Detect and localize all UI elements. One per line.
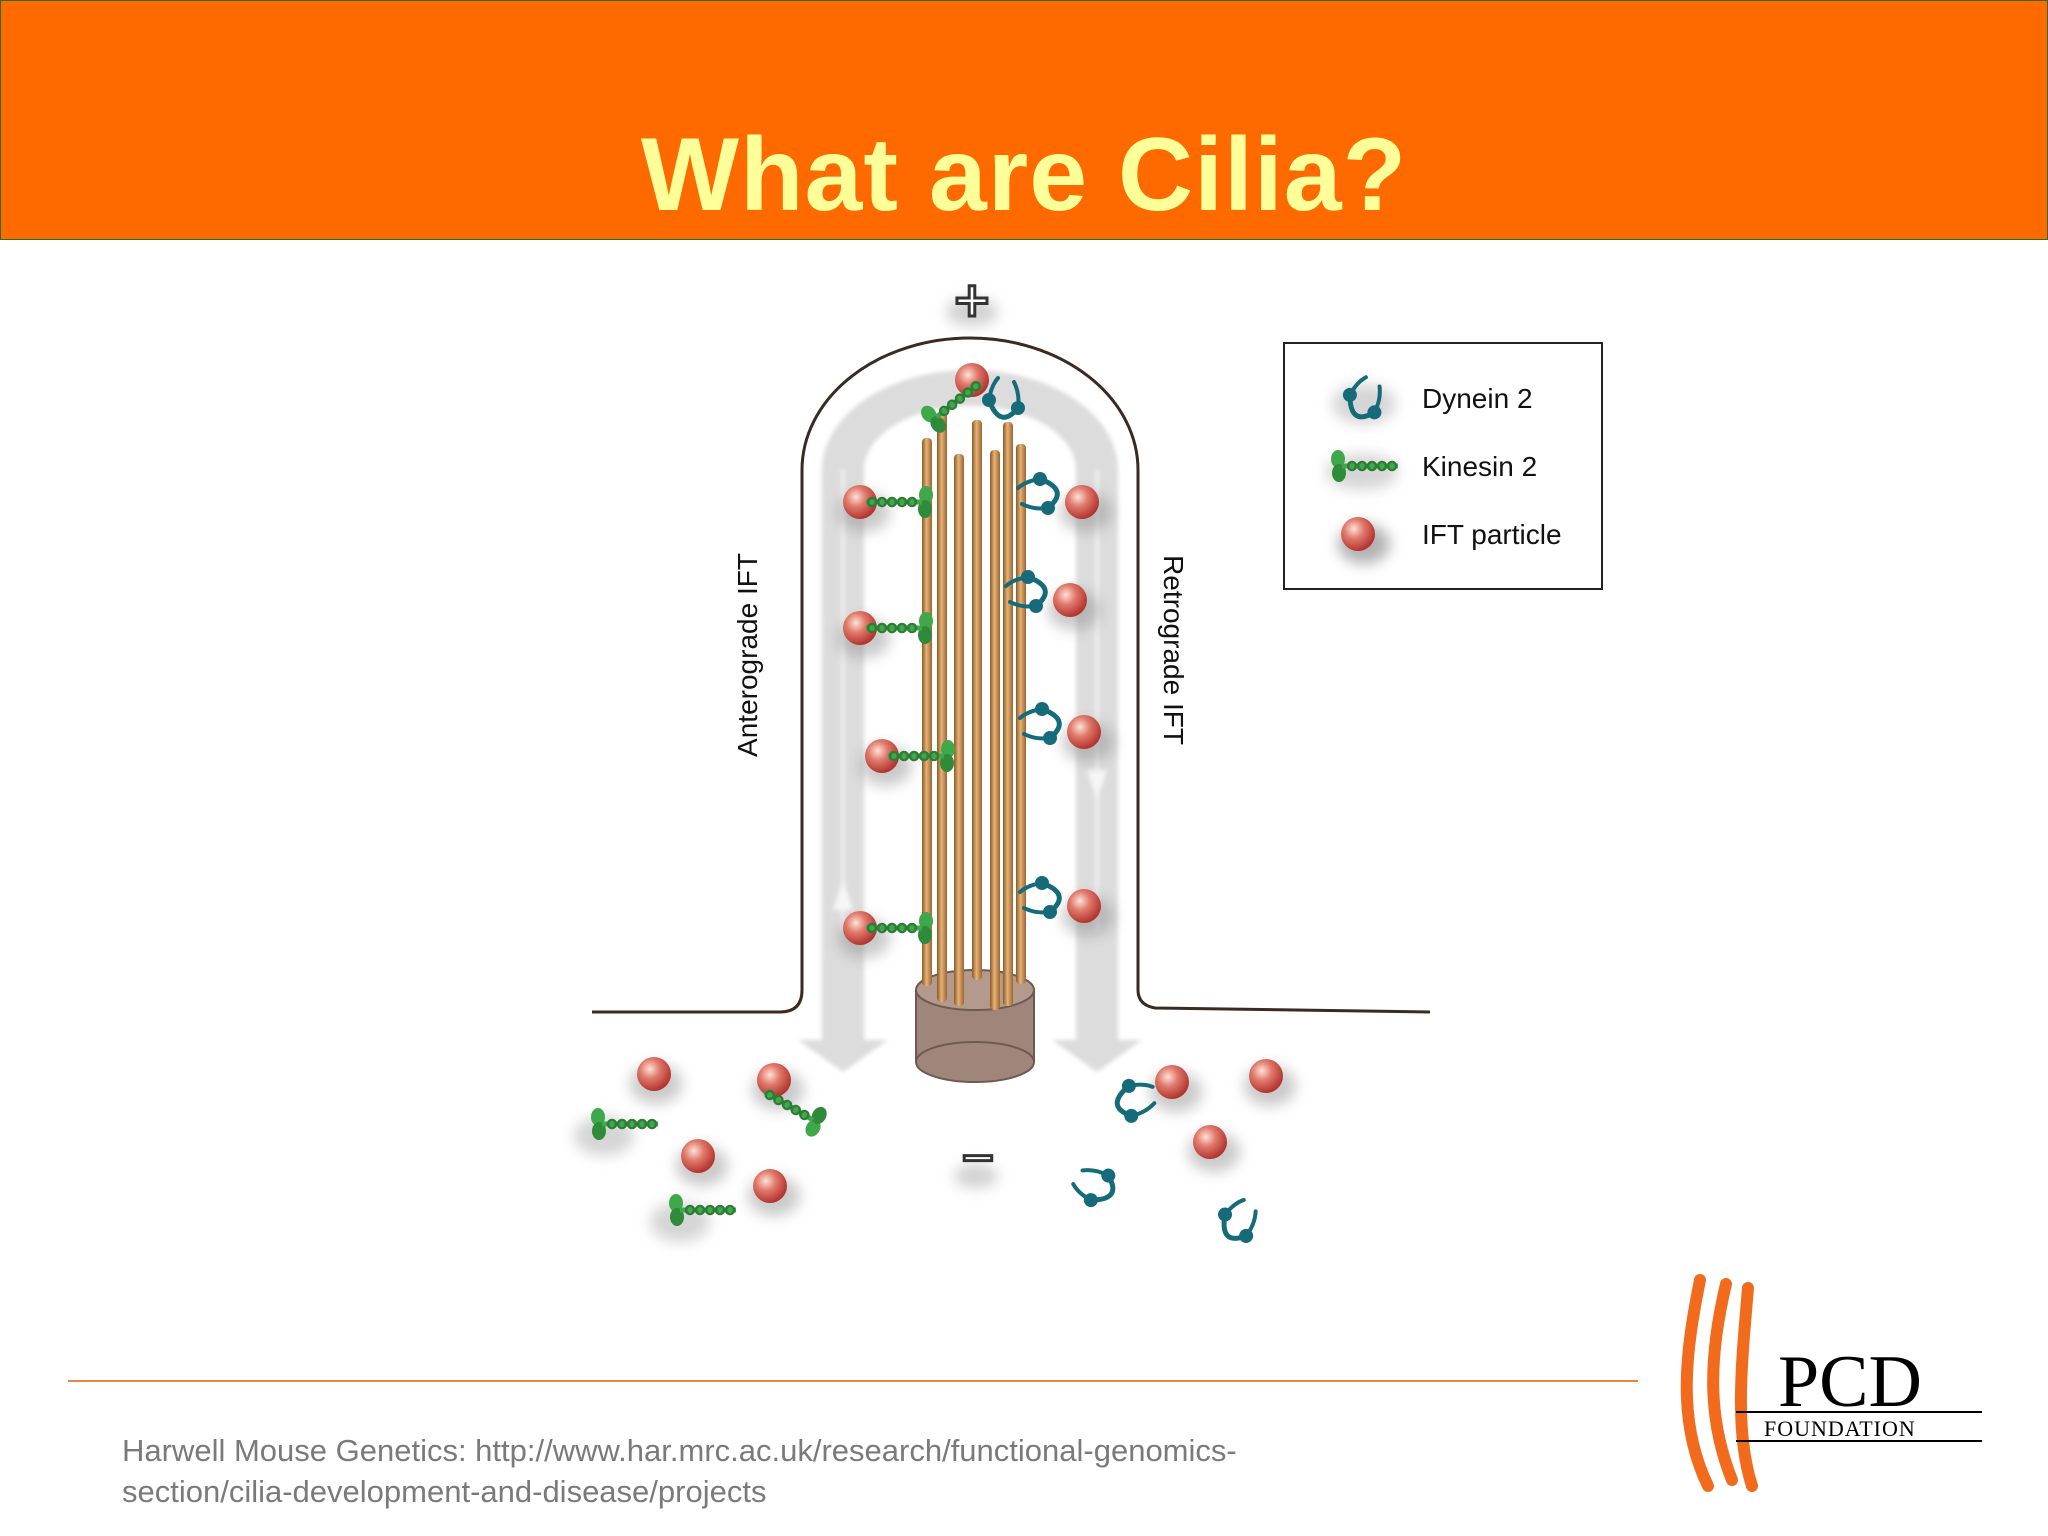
- ift-particle: [1155, 1065, 1189, 1099]
- plus-end-symbol: +: [952, 272, 992, 328]
- cytoplasm-pool-right: [1068, 1059, 1296, 1247]
- citation-line-1: Harwell Mouse Genetics: http://www.har.m…: [122, 1433, 1237, 1468]
- dynein-motor: [1068, 1159, 1120, 1213]
- cilium-membrane: [592, 336, 1431, 1014]
- ift-particle: [1053, 583, 1087, 617]
- source-citation: Harwell Mouse Genetics: http://www.har.m…: [122, 1430, 1422, 1512]
- ift-particle: [955, 363, 989, 397]
- citation-line-2: section/cilia-development-and-disease/pr…: [122, 1474, 767, 1509]
- pcd-foundation-logo: PCD FOUNDATION: [1680, 1274, 1982, 1492]
- ift-particle: [753, 1169, 787, 1203]
- slide-title: What are Cilia?: [640, 117, 1408, 233]
- ift-particle: [1067, 715, 1101, 749]
- footer-divider: [68, 1380, 1638, 1382]
- ift-particle: [637, 1057, 671, 1091]
- axoneme-microtubules: [922, 412, 1026, 1010]
- ift-particle-icon: [1341, 517, 1375, 551]
- ift-particle: [681, 1139, 715, 1173]
- legend: Dynein 2 Kinesin 2 IFT particle: [1283, 342, 1603, 590]
- legend-label-ift-particle: IFT particle: [1422, 519, 1562, 550]
- ift-particle: [843, 611, 877, 645]
- basal-body: [915, 969, 1035, 1083]
- ift-particle: [1193, 1125, 1227, 1159]
- legend-label-kinesin: Kinesin 2: [1422, 451, 1537, 482]
- logo-subtitle: FOUNDATION: [1764, 1416, 1916, 1441]
- ift-particle: [843, 485, 877, 519]
- legend-label-dynein: Dynein 2: [1422, 383, 1533, 414]
- ift-particle: [865, 739, 899, 773]
- anterograde-trains: [838, 485, 955, 958]
- anterograde-ift-label: Anterograde IFT: [732, 553, 763, 757]
- title-bar: What are Cilia?: [0, 0, 2048, 240]
- cytoplasm-pool-left: [574, 1057, 831, 1242]
- ift-particle: [1065, 485, 1099, 519]
- logo-name: PCD: [1778, 1341, 1922, 1423]
- ift-particle: [757, 1063, 791, 1097]
- ift-particle: [1249, 1059, 1283, 1093]
- retrograde-ift-label: Retrograde IFT: [1158, 555, 1189, 745]
- ift-particle: [843, 911, 877, 945]
- dynein-motor: [1210, 1192, 1267, 1248]
- retrograde-trains: [1006, 472, 1114, 936]
- ift-flow-arrow: [798, 370, 1142, 1072]
- tip-complex: [918, 363, 1025, 436]
- minus-end-symbol: −: [960, 1132, 997, 1183]
- ift-particle: [1067, 889, 1101, 923]
